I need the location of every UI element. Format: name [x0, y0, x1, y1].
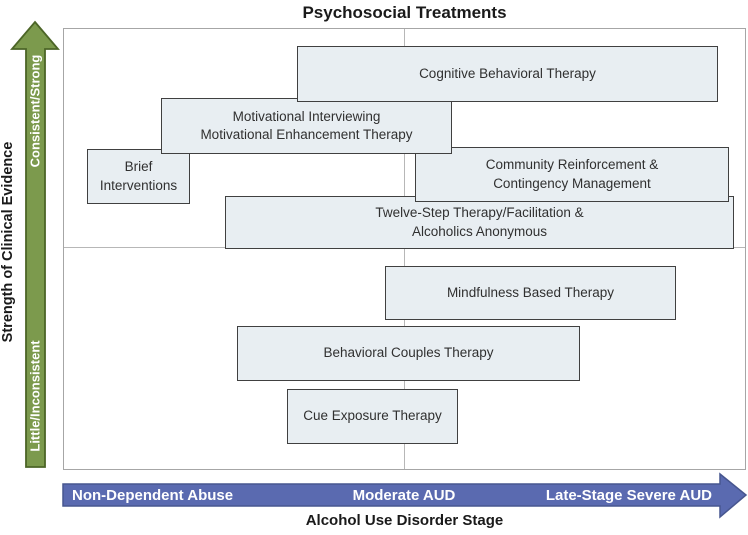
x-axis-stage-labels: Non-Dependent Abuse Moderate AUD Late-St… [63, 484, 720, 507]
stage-label-moderate: Moderate AUD [352, 487, 456, 504]
up-arrow-icon [10, 20, 60, 468]
treatment-box: Community Reinforcement & Contingency Ma… [415, 147, 729, 202]
y-axis-high-label: Consistent/Strong [27, 54, 43, 168]
x-axis-title: Alcohol Use Disorder Stage [305, 512, 504, 529]
treatment-box: Mindfulness Based Therapy [385, 266, 676, 320]
treatment-box: Behavioral Couples Therapy [237, 326, 580, 381]
treatment-box: Brief Interventions [87, 149, 190, 204]
vertical-divider-line [404, 29, 405, 469]
treatment-box: Twelve-Step Therapy/Facilitation & Alcoh… [225, 196, 734, 249]
stage-label-late-severe: Late-Stage Severe AUD [545, 487, 712, 504]
y-axis-title: Strength of Clinical Evidence [0, 141, 16, 343]
stage-label-non-dependent: Non-Dependent Abuse [72, 487, 234, 504]
y-axis-arrow [10, 20, 60, 468]
treatment-box: Cue Exposure Therapy [287, 389, 458, 444]
treatment-box: Motivational Interviewing Motivational E… [161, 98, 452, 154]
treatment-box: Cognitive Behavioral Therapy [297, 46, 718, 102]
figure-title: Psychosocial Treatments [302, 3, 507, 22]
y-axis-low-label: Little/Inconsistent [27, 340, 43, 452]
right-arrow-icon [62, 472, 748, 519]
x-axis-arrow [62, 472, 748, 519]
